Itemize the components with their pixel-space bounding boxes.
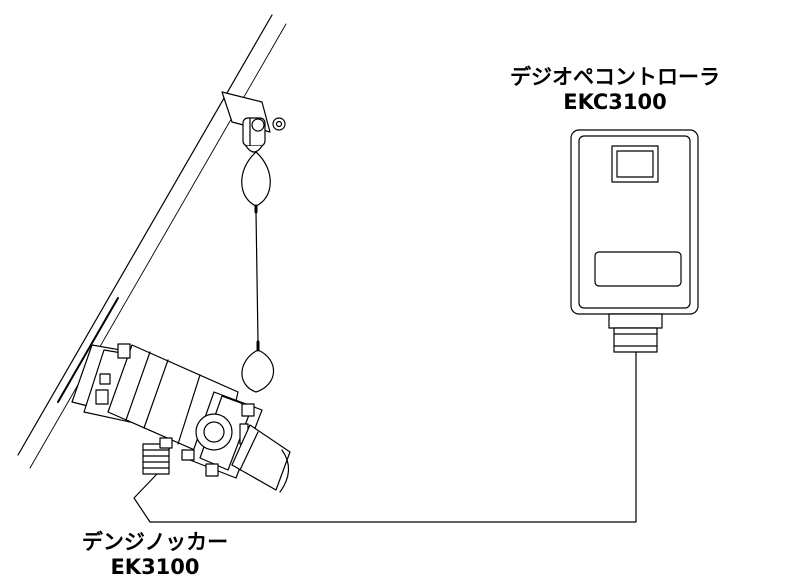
device-model: EK3100 <box>110 555 200 580</box>
controller-name: デジオペコントローラ <box>510 65 720 89</box>
device-label: デンジノッカー EK3100 <box>40 530 270 580</box>
device-name: デンジノッカー <box>81 530 229 554</box>
controller-model: EKC3100 <box>563 90 667 115</box>
wire-rope <box>241 151 275 393</box>
signal-cable <box>133 351 637 523</box>
controller-label: デジオペコントローラ EKC3100 <box>495 65 735 115</box>
controller-box <box>570 129 699 353</box>
hook-bracket <box>221 91 286 153</box>
knocker-device <box>71 343 291 493</box>
